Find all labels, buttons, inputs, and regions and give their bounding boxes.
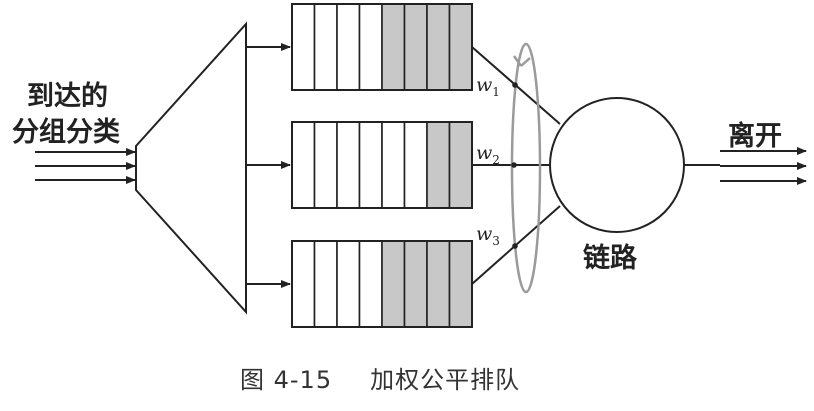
queue-packet-slot: [448, 240, 473, 328]
caption-number: 图 4-15: [240, 366, 333, 394]
scheduler-ring-arrow-icon: [512, 55, 531, 67]
queue-packet-slot: [426, 3, 451, 91]
caption-title: 加权公平排队: [370, 366, 521, 394]
weight-label-3: w3: [476, 223, 500, 248]
queue-packet-slot: [448, 121, 473, 209]
queue-packet-slot: [403, 240, 428, 328]
queue-empty-slot: [358, 3, 383, 91]
queue-2: [291, 121, 473, 209]
output-label: 离开: [728, 121, 782, 152]
queue-empty-slot: [336, 240, 361, 328]
queue-empty-slot: [403, 121, 428, 209]
weight-dot-1: [512, 82, 518, 88]
queue-packet-slot: [381, 3, 406, 91]
queue-empty-slot: [313, 240, 338, 328]
figure-caption: 图 4-15 加权公平排队: [240, 360, 520, 395]
queue-empty-slot: [358, 121, 383, 209]
link-circle: [549, 97, 685, 233]
input-label-line1: 到达的: [27, 81, 108, 112]
classifier-to-queue-arrows: [246, 43, 291, 288]
queue-1: [291, 3, 473, 91]
link-label: 链路: [583, 243, 637, 274]
queue-empty-slot: [358, 240, 383, 328]
queue-packet-slot: [403, 3, 428, 91]
queue-3: [291, 240, 473, 328]
weight-label-2: w2: [476, 142, 500, 167]
queue-packet-slot: [381, 240, 406, 328]
queue-empty-slot: [336, 3, 361, 91]
weight-dot-2: [511, 162, 517, 168]
queue-empty-slot: [381, 121, 406, 209]
input-label-line2: 分组分类: [12, 117, 120, 148]
output-arrows: [684, 147, 807, 185]
queue-empty-slot: [291, 240, 316, 328]
queue-packet-slot: [426, 240, 451, 328]
queue-empty-slot: [336, 121, 361, 209]
weight-dot-3: [512, 243, 518, 249]
queues: [291, 3, 473, 328]
queue-packet-slot: [448, 3, 473, 91]
classifier-trapezoid: [135, 21, 247, 315]
queue-packet-slot: [426, 121, 451, 209]
weight-label-1: w1: [476, 74, 500, 99]
scheduler-ring: [510, 42, 542, 294]
incoming-arrows: [35, 148, 136, 184]
queue-empty-slot: [291, 3, 316, 91]
queue-empty-slot: [313, 121, 338, 209]
queue-empty-slot: [313, 3, 338, 91]
queue-empty-slot: [291, 121, 316, 209]
